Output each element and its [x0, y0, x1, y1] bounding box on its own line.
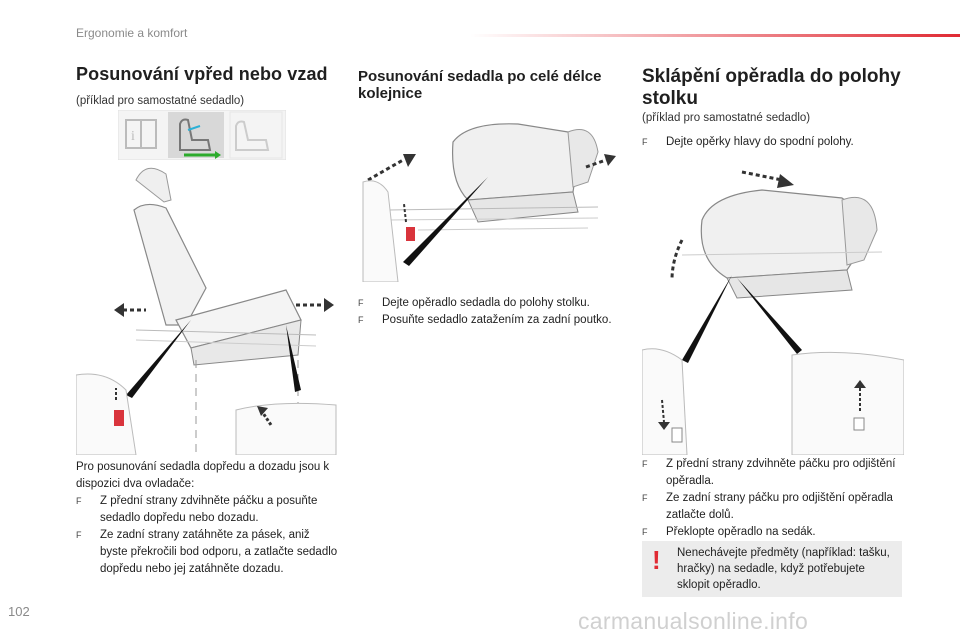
seat-icon-strip: i — [118, 110, 286, 160]
header-accent-line — [470, 34, 960, 37]
bullet-glyph: F — [642, 137, 648, 147]
warning-icon: ! — [652, 545, 661, 575]
page-number: 102 — [8, 604, 30, 619]
bullet-glyph: F — [358, 315, 364, 325]
fold-lever-rear — [853, 417, 865, 431]
seat-illustration-fold — [642, 170, 904, 455]
bullet-glyph: F — [642, 527, 648, 537]
col1-body: Pro posunování sedadla dopředu a dozadu … — [76, 459, 338, 578]
bullet-glyph: F — [642, 459, 648, 469]
manual-book-icon: i — [125, 119, 157, 149]
warning-box: ! Nenechávejte předměty (například: tašk… — [642, 541, 902, 597]
col1-intro: Pro posunování sedadla dopředu a dozadu … — [76, 461, 330, 490]
col3-subtitle: (příklad pro samostatné sedadlo) — [642, 112, 811, 124]
seat-fold-icon — [229, 111, 283, 159]
seat-illustration-slide — [76, 167, 337, 455]
section-header: Ergonomie a komfort — [76, 26, 188, 40]
col1-subtitle: (příklad pro samostatné sedadlo) — [76, 95, 245, 107]
seat-slide-icon — [168, 112, 224, 158]
bullet-glyph: F — [642, 493, 648, 503]
front-lever — [114, 410, 124, 426]
bullet-glyph: F — [358, 298, 364, 308]
fold-lever-front — [671, 427, 683, 443]
svg-text:i: i — [131, 129, 135, 144]
seat-illustration-rail — [362, 123, 616, 282]
bullet-glyph: F — [76, 496, 82, 506]
col1-title: Posunování vpřed nebo vzad — [76, 64, 328, 84]
warning-text: Nenechávejte předměty (například: tašku,… — [677, 547, 890, 591]
bullet-glyph: F — [76, 530, 82, 540]
watermark: carmanualsonline.info — [578, 608, 809, 634]
rear-strap — [406, 227, 415, 241]
col3-title: Sklápění opěradla do polohy stolku — [642, 66, 901, 109]
col2-title: Posunování sedadla po celé délce kolejni… — [358, 68, 602, 102]
